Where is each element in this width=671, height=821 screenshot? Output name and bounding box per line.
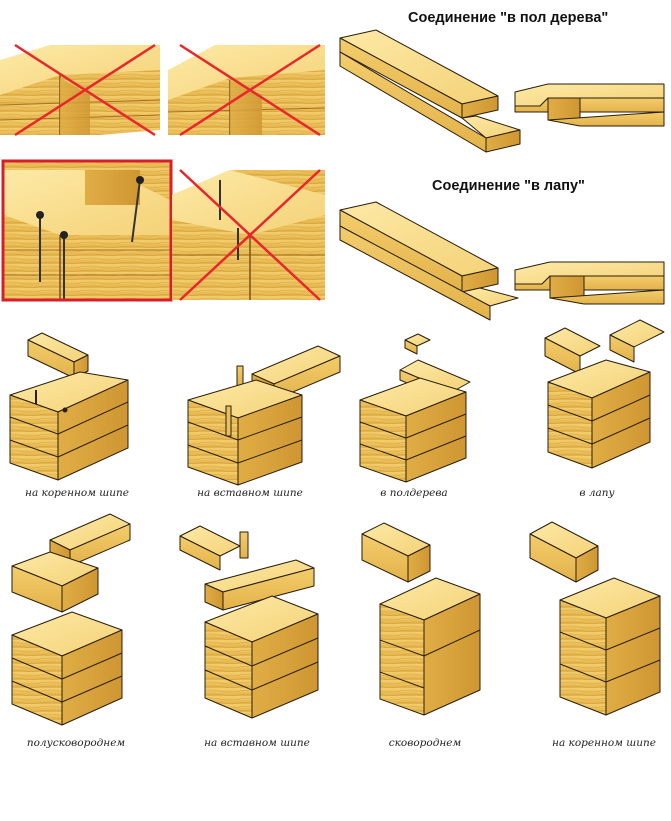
caption-paw: в лапу (579, 487, 615, 499)
corner-dovetail-drawing (361, 522, 481, 716)
caption-inserted-tenon: на вставном шипе (197, 487, 303, 499)
half-wood-joint-drawing (339, 29, 665, 153)
photo-corner-4 (172, 169, 325, 301)
title-half-wood: Соединение "в пол дерева" (408, 10, 609, 26)
caption-root-tenon-2: на коренном шипе (552, 737, 656, 749)
corner-paw-drawing (544, 319, 665, 469)
caption-root-tenon: на коренном шипе (25, 487, 129, 499)
title-paw: Соединение "в лапу" (432, 178, 585, 194)
corner-half-dovetail-drawing (11, 513, 131, 726)
corner-inserted-tenon-drawing (187, 345, 341, 486)
corner-inserted-tenon-2-drawing (179, 525, 319, 719)
corner-root-tenon-2-drawing (529, 521, 661, 716)
paw-joint-drawing (339, 201, 665, 321)
caption-half-wood: в полдерева (380, 487, 448, 499)
caption-dovetail: сковороднем (388, 737, 462, 749)
corner-half-wood-drawing (359, 333, 471, 483)
caption-inserted-tenon-2: на вставном шипе (204, 737, 310, 749)
corner-root-tenon-drawing (9, 332, 129, 481)
photo-corner-2 (167, 43, 326, 137)
caption-half-dovetail: полусковороднем (26, 737, 126, 749)
photo-corner-1 (0, 43, 161, 137)
photo-corner-3-approved (1, 159, 173, 302)
